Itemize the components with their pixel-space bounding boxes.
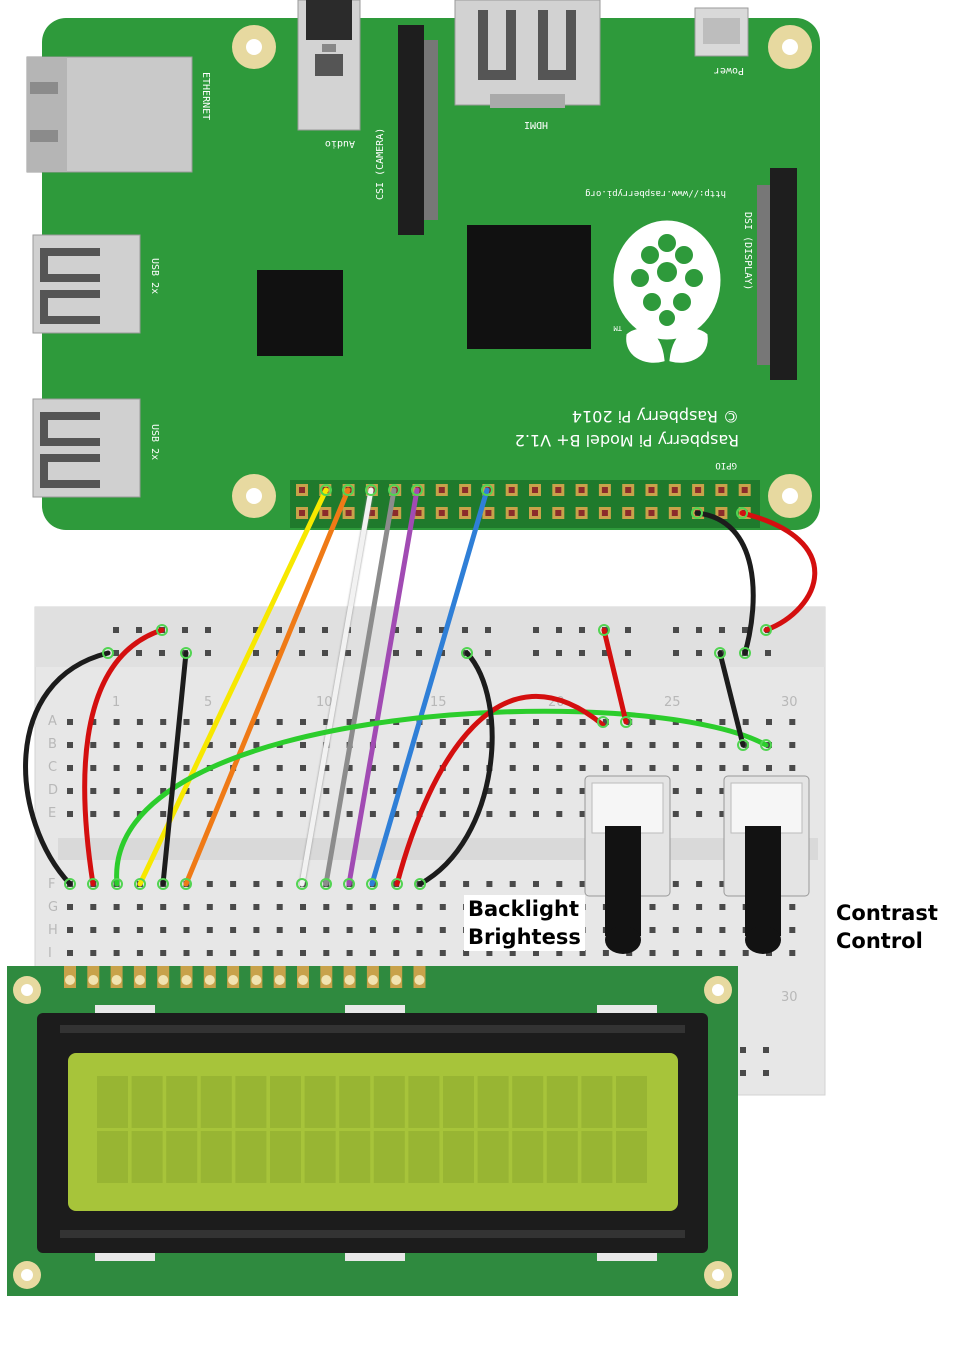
row-label-f: F [48, 877, 55, 892]
wire-red-lcd [394, 693, 606, 887]
wire-red-pot [601, 627, 629, 725]
lcd-character-cells [97, 1076, 647, 1183]
hdmi-label: HDMI [524, 119, 548, 130]
gpio-label: GPIO [715, 460, 737, 470]
wire-orange [183, 487, 351, 887]
mounting-hole-icon [232, 474, 276, 518]
row-label-d: D [48, 783, 58, 798]
csi-label: CSI (CAMERA) [375, 128, 386, 200]
dsi-display-connector [757, 168, 797, 380]
ethernet-port [26, 56, 193, 173]
audio-jack [297, 0, 361, 131]
usb-bottom-label: USB 2x [149, 424, 160, 460]
wire-blue [369, 487, 490, 887]
wire-black-lcd [417, 650, 495, 887]
wire-white [299, 487, 374, 887]
col-label-10: 10 [316, 695, 333, 710]
wire-purple [346, 487, 420, 887]
wire-black-k [160, 650, 189, 887]
trademark-text: TM [614, 324, 622, 332]
col-label-1: 1 [112, 695, 120, 710]
gpio-pins [296, 484, 751, 519]
usb-controller-chip [257, 270, 343, 356]
row-label-i: I [48, 946, 52, 961]
audio-label: Audio [325, 138, 355, 149]
mounting-hole-icon [232, 25, 276, 69]
jumper-wires [23, 487, 818, 887]
mounting-hole-icon [704, 1261, 732, 1289]
power-port [694, 7, 749, 57]
lcd-pins [64, 966, 426, 988]
wire-black-gnd-left [23, 650, 111, 887]
csi-camera-connector [398, 25, 438, 235]
wire-black-pot [717, 650, 746, 748]
wire-green [114, 708, 769, 887]
row-label-b: B [48, 737, 57, 752]
backlight-brightness-label: Backlight Brightess [464, 895, 585, 951]
row-label-e: E [48, 806, 56, 821]
row-label-g: G [48, 900, 58, 915]
hdmi-port [454, 0, 601, 108]
power-label: Power [714, 65, 744, 76]
contrast-line2: Control [836, 929, 923, 953]
mounting-hole-icon [768, 25, 812, 69]
row-label-c: C [48, 760, 57, 775]
cpu-chip [467, 225, 591, 349]
col-label-30-bottom: 30 [781, 990, 798, 1005]
model-text: Raspberry Pi Model B+ V1.2 [515, 431, 739, 450]
url-text: http://www.raspberrypi.org [585, 188, 726, 198]
mounting-hole-icon [13, 1261, 41, 1289]
wire-gray [323, 487, 397, 887]
dsi-label: DSI (DISPLAY) [742, 212, 753, 290]
gpio-header [290, 480, 760, 528]
potentiometer-contrast [723, 775, 810, 954]
col-label-5: 5 [204, 695, 212, 710]
wire-red-gpio-5v [739, 510, 818, 633]
ethernet-label: ETHERNET [200, 72, 211, 120]
wire-black-gpio-gnd [694, 510, 756, 656]
potentiometer-backlight [584, 775, 671, 954]
wire-red-vcc-left [82, 627, 165, 887]
lcd-module [7, 966, 738, 1296]
wire-ends [64, 484, 772, 890]
usb-port-top [32, 234, 141, 334]
copyright-text: © Raspberry Pi 2014 [572, 407, 739, 426]
mounting-hole-icon [768, 474, 812, 518]
col-label-15: 15 [430, 695, 447, 710]
mounting-hole-icon [704, 976, 732, 1004]
col-label-30: 30 [781, 695, 798, 710]
row-label-h: H [48, 923, 58, 938]
row-label-a: A [48, 714, 57, 729]
raspberry-pi-board: ETHERNET USB 2x USB 2x Audio CSI (CAM [26, 0, 820, 530]
usb-port-bottom [32, 398, 141, 498]
contrast-control-label: Contrast Control [832, 899, 942, 955]
raspberry-logo-icon [613, 220, 721, 363]
contrast-line1: Contrast [836, 901, 938, 925]
backlight-line2: Brightess [468, 925, 581, 949]
backlight-line1: Backlight [468, 897, 580, 921]
mounting-hole-icon [13, 976, 41, 1004]
usb-top-label: USB 2x [149, 258, 160, 294]
col-label-25: 25 [664, 695, 681, 710]
